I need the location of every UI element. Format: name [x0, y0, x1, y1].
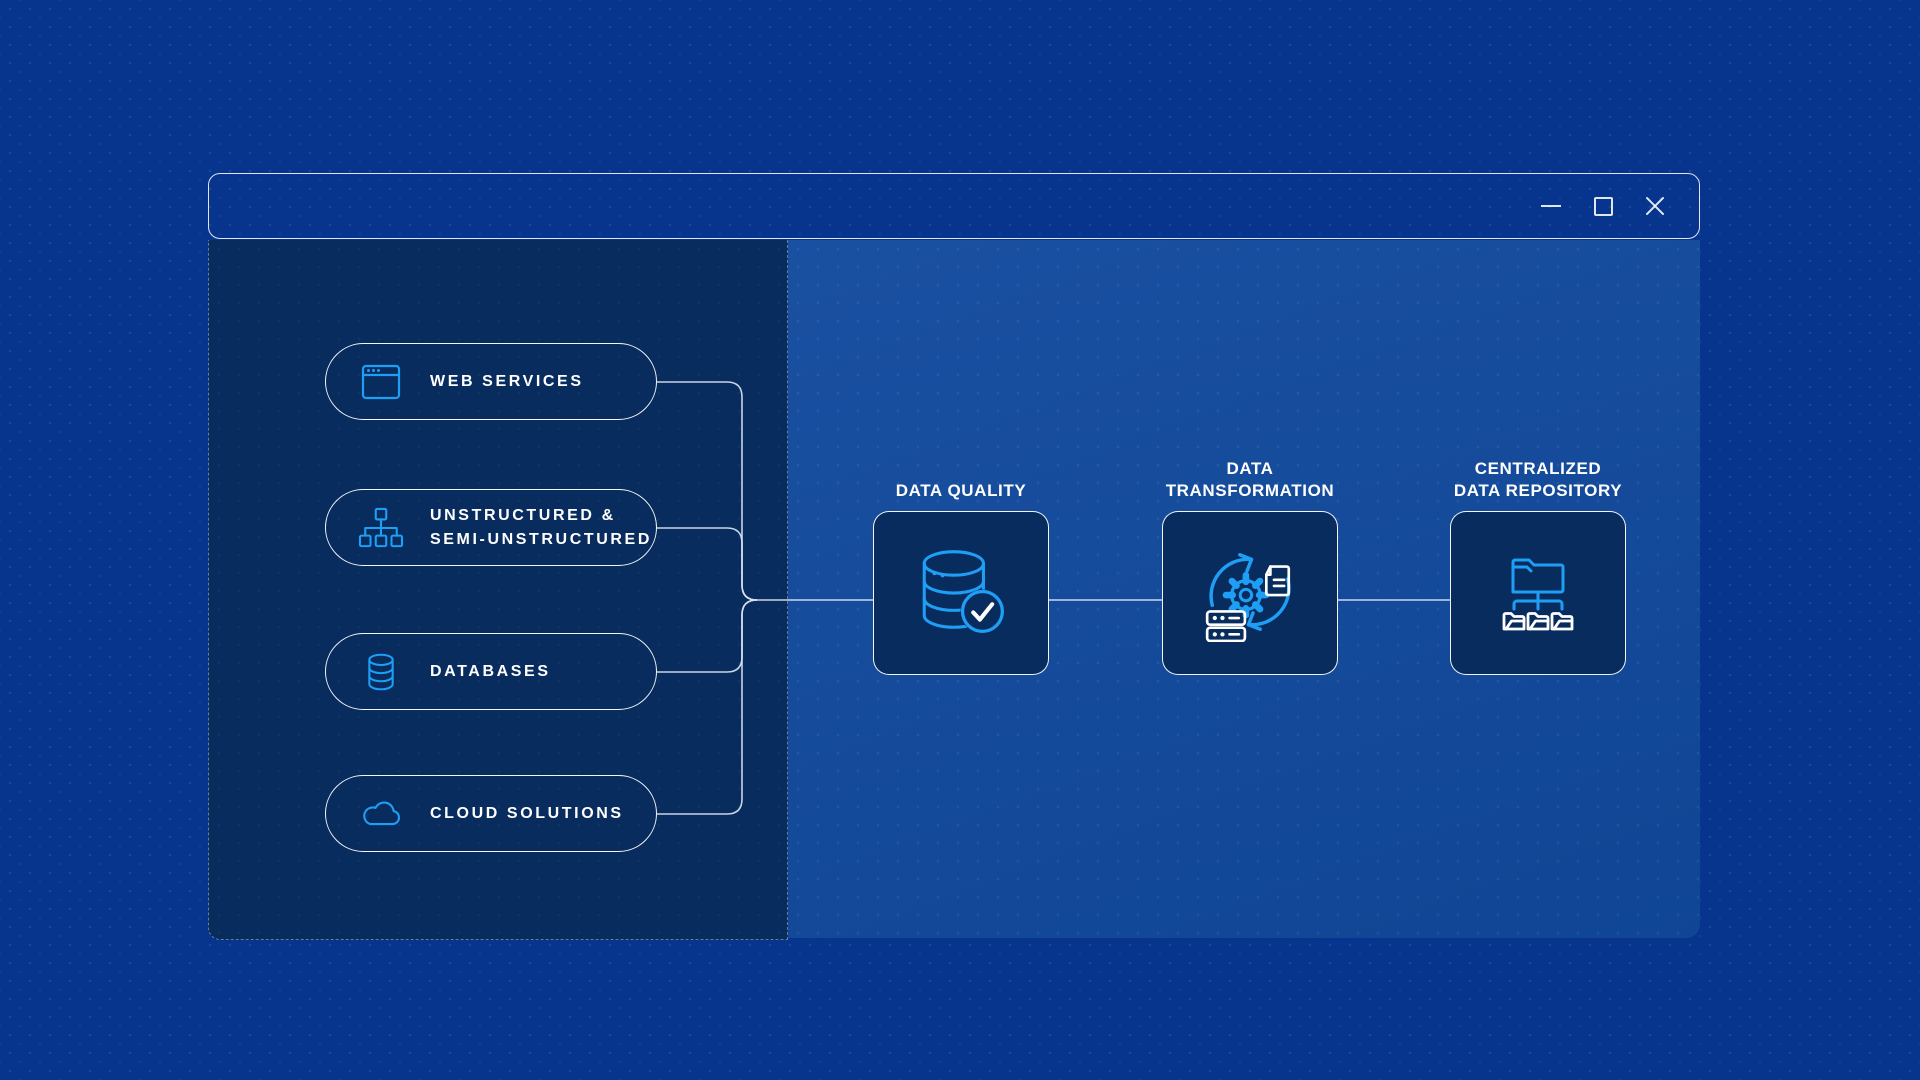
sync-gear-icon: [1199, 540, 1301, 647]
source-node-databases: DATABASES: [325, 633, 657, 710]
window-titlebar: [208, 173, 1700, 239]
stage-label-data-transformation: DATA TRANSFORMATION: [1165, 458, 1335, 500]
stage-label-centralized-data-repository: CENTRALIZED DATA REPOSITORY: [1453, 458, 1623, 500]
source-label: WEB SERVICES: [430, 372, 584, 390]
cloud-icon: [358, 799, 404, 829]
stage-node-centralized-data-repository: [1450, 511, 1626, 675]
source-label: UNSTRUCTURED & SEMI-UNSTRUCTURED: [430, 507, 652, 548]
source-node-cloud-solutions: CLOUD SOLUTIONS: [325, 775, 657, 852]
sitemap-icon: [358, 507, 404, 549]
folder-tree-icon: [1490, 543, 1586, 644]
source-label: DATABASES: [430, 662, 551, 680]
maximize-icon: [1593, 196, 1613, 216]
source-node-web-services: WEB SERVICES: [325, 343, 657, 420]
database-icon: [358, 652, 404, 692]
source-node-unstructured: UNSTRUCTURED & SEMI-UNSTRUCTURED: [325, 489, 657, 566]
browser-window-icon: [358, 364, 404, 400]
source-label: CLOUD SOLUTIONS: [430, 804, 624, 822]
minimize-icon: [1541, 205, 1561, 207]
maximize-button[interactable]: [1591, 194, 1615, 218]
stage-node-data-quality: [873, 511, 1049, 675]
minimize-button[interactable]: [1539, 194, 1563, 218]
stage-node-data-transformation: [1162, 511, 1338, 675]
database-check-icon: [912, 542, 1010, 645]
close-icon: [1646, 197, 1664, 215]
close-button[interactable]: [1643, 194, 1667, 218]
stage-label-data-quality: DATA QUALITY: [895, 480, 1027, 500]
